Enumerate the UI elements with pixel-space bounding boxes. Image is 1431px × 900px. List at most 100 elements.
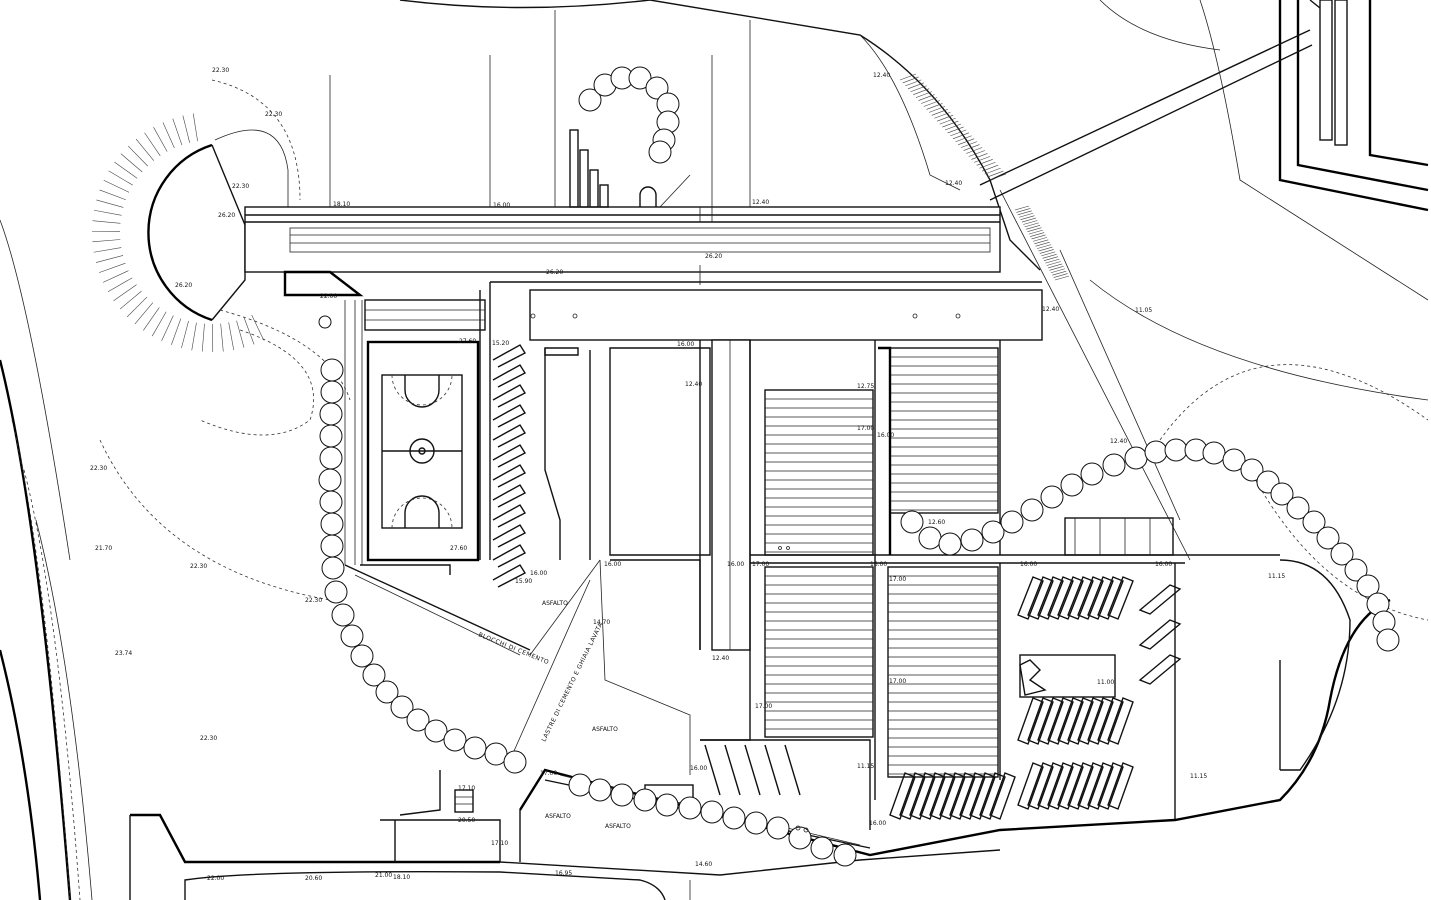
parking-bay — [1047, 576, 1074, 620]
tree-icon — [628, 66, 652, 90]
elevation: 22.30 — [305, 597, 322, 604]
elevation: 22.30 — [90, 465, 107, 472]
parking-bay — [1077, 697, 1104, 745]
parking-bay — [919, 772, 946, 820]
parking-bay — [1067, 697, 1094, 745]
hatch-line — [236, 320, 245, 348]
tree-icon — [766, 816, 790, 840]
hatch-line — [921, 97, 938, 104]
elevation: 12.40 — [752, 199, 769, 206]
tree-icon — [443, 728, 467, 752]
elevation: 22.00 — [320, 293, 337, 300]
parking-bay — [899, 772, 926, 820]
tree-icon — [810, 836, 834, 860]
diagonal-parking-lower — [704, 576, 1182, 820]
hatch-line — [963, 144, 980, 151]
elevation: 12.40 — [1110, 438, 1127, 445]
tree-icon — [319, 424, 343, 448]
diagonal-parking-left — [492, 344, 526, 588]
tree-icon — [1286, 496, 1310, 520]
parking-bay — [969, 772, 996, 820]
hatch-line — [923, 100, 940, 107]
parking-bay — [492, 384, 526, 408]
elevation: 12.40 — [1042, 306, 1059, 313]
label-asfalto: ASFALTO — [545, 813, 571, 820]
parking-bay — [1087, 697, 1114, 745]
elevation: 17.10 — [491, 840, 508, 847]
hatch-line — [968, 150, 985, 157]
elevation: 16.00 — [870, 561, 887, 568]
parking-line — [704, 744, 721, 796]
elevation: 11.15 — [1190, 773, 1207, 780]
hatch-line — [1023, 220, 1038, 225]
tree-icon — [700, 800, 724, 824]
elevation-labels: 22.30 22.30 22.30 22.30 22.30 26.20 26.2… — [90, 67, 1285, 882]
stepped-terrace — [344, 300, 531, 656]
tree-icon — [722, 806, 746, 830]
parking-bay — [492, 504, 526, 528]
trees — [318, 66, 1400, 867]
parking-bay — [1107, 697, 1134, 745]
hatch-line — [989, 173, 1007, 181]
hatch-line — [974, 156, 991, 163]
parking-bay — [1138, 654, 1182, 685]
hatch-line — [899, 73, 917, 81]
parking-line — [784, 744, 801, 796]
hatch-line — [1049, 266, 1064, 271]
hatch-line — [907, 82, 925, 90]
hatch-line — [128, 145, 148, 167]
hatch-line — [1025, 225, 1041, 230]
elevation: 20.60 — [305, 875, 322, 882]
tree-icon — [610, 783, 634, 807]
tree-icon — [1040, 485, 1064, 509]
striped-block — [889, 347, 999, 514]
tree-icon — [645, 76, 669, 100]
hatch-line — [99, 189, 126, 201]
hatch-line — [102, 270, 129, 283]
hatch-line — [201, 323, 205, 352]
hatch-line — [955, 135, 972, 143]
label-lastre-di-cemento: LASTRE DI CEMENTO E GHIAIA LAVATA — [541, 621, 605, 743]
hatch-line — [113, 284, 137, 301]
elevation: 12.40 — [945, 180, 962, 187]
hatch-line — [950, 129, 967, 137]
tree-icon — [960, 528, 984, 552]
tree-icon — [938, 532, 962, 556]
road — [0, 219, 93, 900]
hatch-line — [182, 115, 190, 143]
hatch-line — [172, 118, 183, 146]
hatch-line — [134, 302, 154, 325]
parking-bay — [492, 404, 526, 428]
hatch-line — [192, 113, 198, 142]
elevation: 22.30 — [232, 183, 249, 190]
tree-icon — [1020, 498, 1044, 522]
parking-bay — [1057, 762, 1084, 810]
tree-icon — [362, 663, 386, 687]
hatch-line — [93, 209, 122, 216]
hatch-line — [942, 120, 959, 128]
elevation: 15.90 — [515, 578, 532, 585]
label-asfalto: ASFALTO — [592, 726, 618, 733]
hatch-line — [979, 161, 996, 169]
parking-bay — [1017, 762, 1044, 810]
elevation: 23.74 — [115, 650, 132, 657]
elevation: 18.10 — [333, 201, 350, 208]
tree-icon — [318, 468, 342, 492]
tree-icon — [1164, 438, 1188, 462]
elevation: 15.20 — [492, 340, 509, 347]
hatch-line — [107, 277, 133, 293]
hatch-line — [1042, 253, 1057, 259]
parking-bay — [492, 544, 526, 568]
hatch-line — [108, 170, 133, 186]
tree-icon — [390, 695, 414, 719]
hatch-line — [171, 318, 182, 346]
hatch-line — [1034, 239, 1049, 245]
parking-bay — [1027, 697, 1054, 745]
hatch-line — [143, 307, 160, 331]
parking-bay — [1017, 697, 1044, 745]
semicircular-terrace — [99, 79, 351, 601]
hatch-line — [161, 315, 174, 342]
hatch-line — [976, 159, 993, 166]
tree-icon — [981, 520, 1005, 544]
slope-hatching — [92, 73, 1070, 352]
